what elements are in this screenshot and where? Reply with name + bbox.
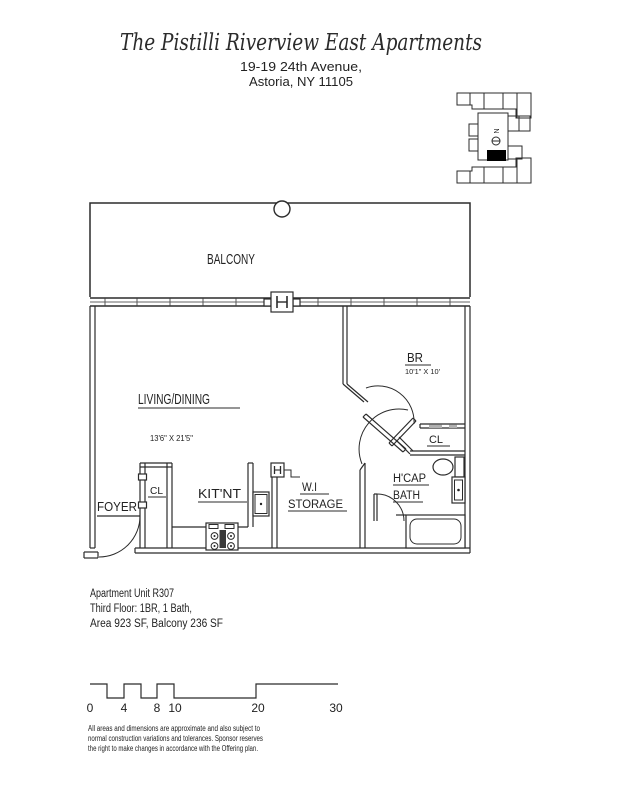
closet-door-mark	[137, 501, 148, 509]
kitchenette: KIT'NT	[172, 462, 270, 551]
disclaimer-line1: All areas and dimensions are approximate…	[88, 724, 260, 733]
bath-west-wall	[359, 462, 366, 548]
scale-bar: 0 4 8 10 20 30	[87, 683, 343, 715]
balcony-column-icon	[273, 200, 291, 218]
building-title: The Pistilli Riverview East Apartments	[120, 30, 482, 56]
hall-door-leaf	[388, 417, 417, 447]
balcony-door-symbol	[263, 291, 301, 313]
disclaimer: All areas and dimensions are approximate…	[88, 724, 263, 753]
scale-tick-30: 30	[329, 701, 343, 715]
unit-floor-line: Third Floor: 1BR, 1 Bath,	[90, 603, 192, 615]
unit-info: Apartment Unit R307 Third Floor: 1BR, 1 …	[90, 588, 223, 630]
handicap-bath: H'CAP BATH	[358, 408, 466, 549]
bedroom: BR 10'1" X 10'	[342, 306, 441, 453]
unit-location-marker	[487, 150, 506, 161]
stove	[205, 522, 239, 551]
bedroom-closet: CL	[395, 423, 465, 456]
balcony: BALCONY	[89, 200, 471, 297]
foyer-closet-label: CL	[150, 485, 163, 497]
bath-label-line1: H'CAP	[393, 473, 426, 485]
living-dining-dimensions: 13'6" X 21'5"	[150, 433, 193, 443]
bedroom-dimensions: 10'1" X 10'	[405, 367, 441, 376]
living-dining-label: LIVING/DINING	[138, 391, 210, 408]
storage-label-line1: W.I	[302, 482, 317, 494]
closet-wall-tick	[449, 424, 457, 428]
key-plan-top-wing	[456, 92, 532, 119]
living-dining-room: LIVING/DINING 13'6" X 21'5"	[138, 391, 240, 443]
storage-door-symbol	[270, 462, 300, 478]
bedroom-west-wall	[342, 306, 369, 403]
bedroom-label: BR	[407, 350, 423, 365]
walk-in-storage: W.I STORAGE	[270, 462, 347, 548]
kitchenette-label: KIT'NT	[198, 487, 241, 501]
bathtub	[405, 514, 466, 549]
storage-label-line2: STORAGE	[288, 499, 343, 511]
scale-tick-8: 8	[154, 701, 161, 715]
north-label: N	[494, 128, 501, 133]
toilet	[432, 456, 465, 478]
foyer-label: FOYER	[97, 500, 137, 514]
scale-tick-20: 20	[251, 701, 265, 715]
foyer-closet: CL	[137, 462, 173, 548]
unit-area-line: Area 923 SF, Balcony 236 SF	[90, 618, 223, 630]
north-arrow-icon: N	[491, 128, 501, 146]
refrigerator	[252, 491, 270, 517]
scale-tick-0: 0	[87, 701, 94, 715]
foyer: FOYER	[97, 500, 141, 558]
exterior-walls	[83, 306, 471, 559]
bath-sink	[451, 476, 466, 504]
balcony-label: BALCONY	[207, 251, 255, 268]
scale-bar-line	[90, 683, 338, 699]
address-line-2: Astoria, NY 11105	[249, 74, 353, 89]
bedroom-door-arc	[365, 385, 415, 425]
bath-entry-door-arc	[358, 408, 409, 465]
bedroom-door-leaf	[362, 413, 407, 453]
scale-tick-10: 10	[168, 701, 182, 715]
disclaimer-line3: the right to make changes in accordance …	[88, 744, 258, 753]
key-plan: N	[456, 92, 532, 184]
window-wall	[90, 291, 470, 313]
scale-tick-4: 4	[121, 701, 128, 715]
bedroom-closet-label: CL	[429, 434, 443, 446]
closet-wall-tick	[429, 424, 442, 428]
title-block: The Pistilli Riverview East Apartments 1…	[120, 30, 482, 89]
entry-door-arc	[98, 515, 141, 558]
closet-door-mark	[137, 473, 148, 481]
window-mullions	[104, 298, 451, 306]
disclaimer-line2: normal construction variations and toler…	[88, 734, 263, 743]
key-plan-bottom-wing	[456, 157, 532, 184]
unit-number-line: Apartment Unit R307	[90, 588, 174, 600]
bath-label-line2: BATH	[393, 490, 420, 502]
address-line-1: 19-19 24th Avenue,	[240, 59, 362, 74]
bath-inner-door	[373, 493, 405, 522]
